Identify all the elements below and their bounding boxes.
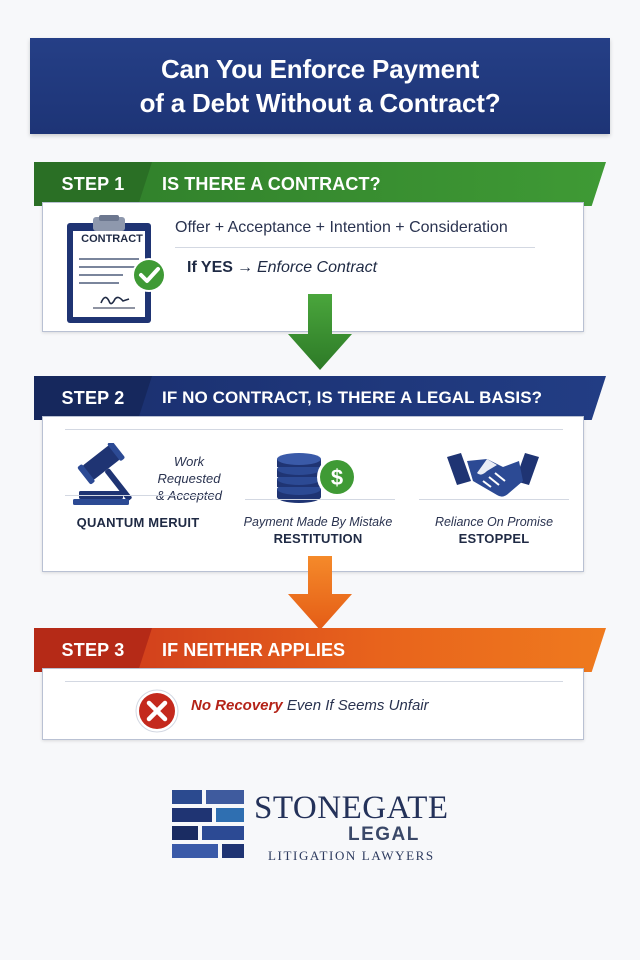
clipboard-label: CONTRACT xyxy=(81,233,143,245)
down-arrow-orange-icon xyxy=(288,556,352,630)
yes-outcome: If YES→Enforce Contract xyxy=(187,259,377,277)
logo-tagline: LITIGATION LAWYERS xyxy=(268,848,435,863)
step-3-panel: No Recovery Even If Seems Unfair xyxy=(42,668,584,740)
quantum-meruit-desc: Work Requested & Accepted xyxy=(147,453,231,504)
step-1-divider xyxy=(175,247,535,248)
basis-3-divider xyxy=(419,499,569,500)
down-arrow-green-icon xyxy=(288,294,352,370)
x-mark-icon xyxy=(135,689,179,733)
stonegate-logo-mark-icon xyxy=(172,790,244,858)
gavel-icon xyxy=(73,443,132,505)
step-2-header: STEP 2 IF NO CONTRACT, IS THERE A LEGAL … xyxy=(34,376,606,420)
basis-2-divider xyxy=(245,499,395,500)
estoppel-name: ESTOPPEL xyxy=(458,531,530,546)
restitution-desc: Payment Made By Mistake xyxy=(243,515,393,529)
step-3-question: IF NEITHER APPLIES xyxy=(162,639,346,660)
step-1-question: IS THERE A CONTRACT? xyxy=(162,173,381,194)
step-1-panel: CONTRACT Offer + Acceptance + Intention … xyxy=(42,202,584,332)
step-1-header: STEP 1 IS THERE A CONTRACT? xyxy=(34,162,606,206)
step-2-question: IF NO CONTRACT, IS THERE A LEGAL BASIS? xyxy=(162,388,543,407)
no-recovery-text: No Recovery Even If Seems Unfair xyxy=(191,697,429,714)
step-3-divider xyxy=(65,681,563,682)
logo-legal: LEGAL xyxy=(348,824,420,845)
basis-estoppel: Reliance On Promise ESTOPPEL xyxy=(403,417,585,567)
title-line-1: Can You Enforce Payment xyxy=(160,54,480,84)
quantum-meruit-desc-line-1: Work Requested xyxy=(157,454,221,486)
title-line-2: of a Debt Without a Contract? xyxy=(139,88,501,118)
svg-text:$: $ xyxy=(331,465,343,490)
yes-label: If YES xyxy=(187,259,233,276)
step-3-header: STEP 3 IF NEITHER APPLIES xyxy=(34,628,606,672)
no-recovery-strong: No Recovery xyxy=(191,697,283,714)
basis-restitution: $ Payment Made By Mistake RESTITUTION xyxy=(233,417,403,567)
basis-1-divider xyxy=(65,495,215,496)
contract-criteria: Offer + Acceptance + Intention + Conside… xyxy=(175,219,508,236)
step-3-tag: STEP 3 xyxy=(34,628,152,672)
step-2-tag: STEP 2 xyxy=(34,376,152,420)
quantum-meruit-name: QUANTUM MERUIT xyxy=(76,515,200,530)
estoppel-desc: Reliance On Promise xyxy=(434,515,554,529)
contract-clipboard-icon xyxy=(67,215,166,323)
coins-dollar-icon: $ xyxy=(277,453,357,503)
step-2-panel: Work Requested & Accepted QUANTUM MERUIT… xyxy=(42,416,584,572)
no-recovery-rest: Even If Seems Unfair xyxy=(282,697,429,714)
step-1-tag: STEP 1 xyxy=(34,162,152,206)
basis-quantum-meruit: Work Requested & Accepted QUANTUM MERUIT xyxy=(43,417,233,567)
logo-name: STONEGATE xyxy=(254,790,449,826)
stonegate-logo: STONEGATE LEGAL LITIGATION LAWYERS xyxy=(172,790,472,863)
restitution-name: RESTITUTION xyxy=(273,531,363,546)
right-arrow-icon: → xyxy=(236,259,253,276)
yes-result: Enforce Contract xyxy=(256,259,378,276)
step-2-top-divider xyxy=(65,429,563,430)
title-banner: Can You Enforce Payment of a Debt Withou… xyxy=(30,38,610,134)
handshake-icon xyxy=(447,453,539,497)
